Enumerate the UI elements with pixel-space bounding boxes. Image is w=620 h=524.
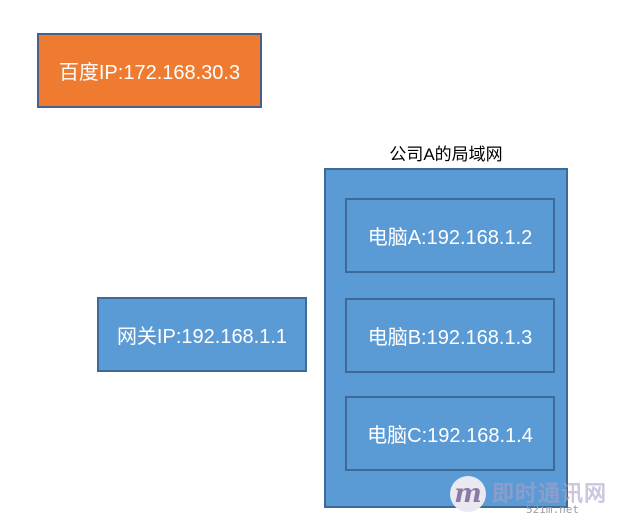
computer-a-label: 电脑A:192.168.1.2 xyxy=(367,227,533,249)
computer-c-label: 电脑C:192.168.1.4 xyxy=(367,425,533,447)
gateway-box: 网关IP:192.168.1.1 xyxy=(97,297,307,372)
baidu-server-label: 百度IP:172.168.30.3 xyxy=(58,62,241,84)
computer-c-box: 电脑C:192.168.1.4 xyxy=(345,396,555,471)
gateway-label: 网关IP:192.168.1.1 xyxy=(116,326,288,348)
computer-b-label: 电脑B:192.168.1.3 xyxy=(367,327,533,349)
watermark-logo-icon: m xyxy=(450,476,486,512)
watermark-url: 52im.net xyxy=(526,503,579,516)
watermark-text: 即时通讯网 xyxy=(492,481,608,506)
lan-title: 公司A的局域网 xyxy=(389,145,503,164)
baidu-server-box: 百度IP:172.168.30.3 xyxy=(37,33,262,108)
watermark: m 即时通讯网 52im.net xyxy=(446,474,618,522)
computer-a-box: 电脑A:192.168.1.2 xyxy=(345,198,555,273)
computer-b-box: 电脑B:192.168.1.3 xyxy=(345,298,555,373)
